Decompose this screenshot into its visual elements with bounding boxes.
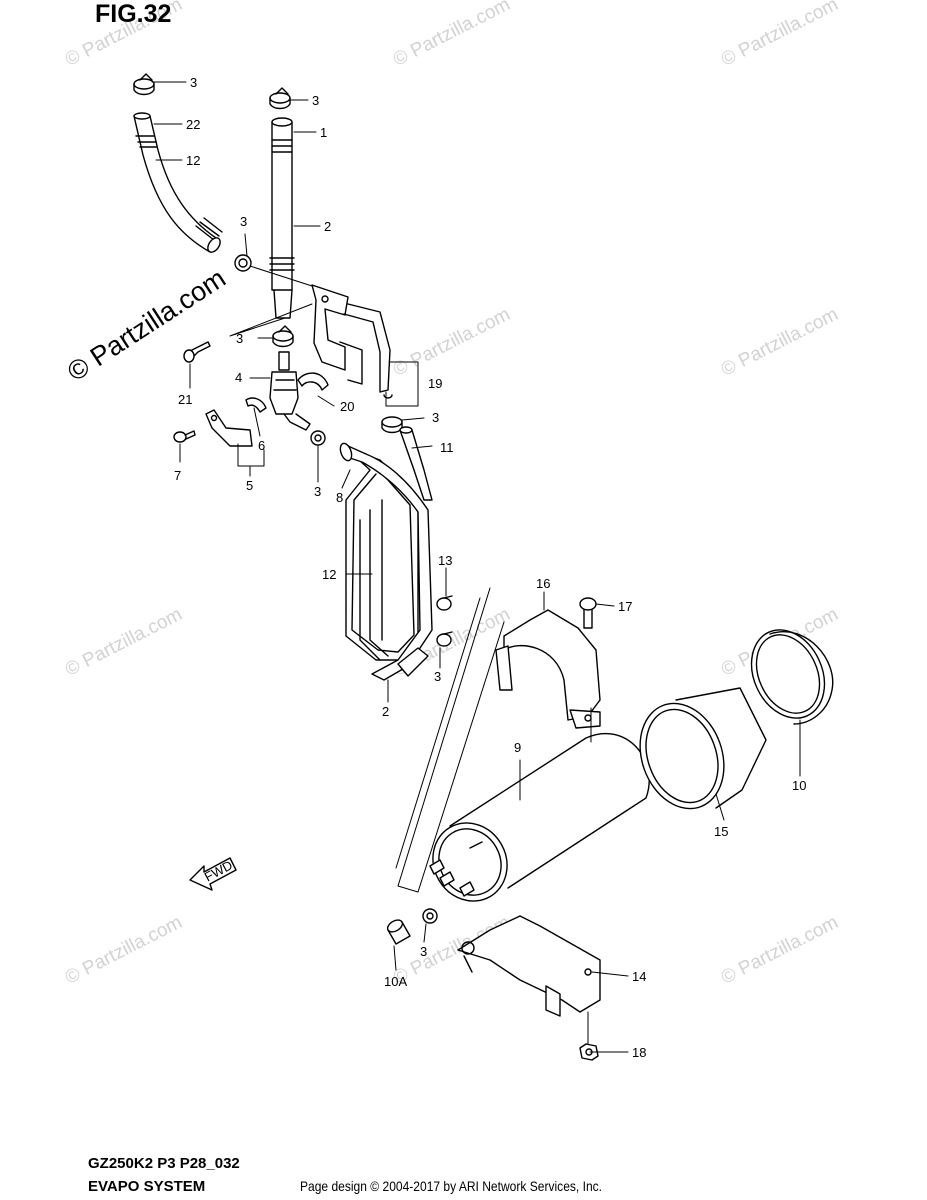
nut-18 <box>579 1043 599 1061</box>
clamp-icon <box>272 325 294 348</box>
callout-label: 22 <box>186 117 200 132</box>
callout-label: 21 <box>178 392 192 407</box>
callout-label: 6 <box>258 438 265 453</box>
callout-label: 3 <box>236 331 243 346</box>
callout-label: 3 <box>420 944 427 959</box>
assembly-guide-lines <box>395 587 505 893</box>
clamp-icon <box>269 87 291 110</box>
callout-label: 3 <box>312 93 319 108</box>
callout-label: 13 <box>438 553 452 568</box>
model-code: GZ250K2 P3 P28_032 <box>88 1155 240 1172</box>
callout-label: 5 <box>246 478 253 493</box>
footer-credit: Page design © 2004-2017 by ARI Network S… <box>300 1178 603 1194</box>
callout-leaders <box>151 81 801 1053</box>
bracket-14 <box>457 915 601 1017</box>
screw-7 <box>173 430 196 443</box>
callout-label: 3 <box>314 484 321 499</box>
callout-label: 4 <box>235 370 242 385</box>
cap-10a <box>386 919 411 945</box>
callout-label: 10 <box>792 778 806 793</box>
clamp-icon <box>310 430 326 446</box>
callout-label: 15 <box>714 824 728 839</box>
clamp-icon <box>381 416 403 434</box>
clamp-icon <box>133 73 155 96</box>
callout-label: 3 <box>434 669 441 684</box>
callout-label: 3 <box>432 410 439 425</box>
canister-9 <box>429 732 650 902</box>
cap-10 <box>750 629 834 725</box>
figure-title: FIG.32 <box>95 0 172 28</box>
system-name: EVAPO SYSTEM <box>88 1178 206 1195</box>
fwd-arrow-icon: FWD <box>189 857 237 891</box>
callout-label: 9 <box>514 740 521 755</box>
hose-22-12 <box>133 112 223 253</box>
bracket-5 <box>205 397 267 447</box>
callout-label: 19 <box>428 376 442 391</box>
callout-label: 18 <box>632 1045 646 1060</box>
bolt-17 <box>579 597 597 629</box>
bracket-16 <box>495 609 601 729</box>
callout-label: 16 <box>536 576 550 591</box>
clamp-icon <box>422 908 438 924</box>
pipe-1-2 <box>269 117 295 319</box>
callout-label: 17 <box>618 599 632 614</box>
callout-label: 2 <box>382 704 389 719</box>
callout-label: 1 <box>320 125 327 140</box>
callout-labels: 3 3 22 1 12 2 3 3 21 4 19 20 3 11 6 7 5 … <box>174 75 806 1060</box>
callout-label: 3 <box>240 214 247 229</box>
clamp-icon <box>234 254 252 272</box>
hose-8-11-12 <box>339 426 433 681</box>
callout-label: 3 <box>190 75 197 90</box>
clamp-icon <box>436 595 453 611</box>
callout-label: 12 <box>186 153 200 168</box>
callout-label: 2 <box>324 219 331 234</box>
callout-label: 12 <box>322 567 336 582</box>
callout-label: 7 <box>174 468 181 483</box>
clamp-icon <box>436 631 453 647</box>
clip-20 <box>297 372 329 391</box>
valve-bracket-19 <box>311 284 393 399</box>
callout-label: 8 <box>336 490 343 505</box>
bolt-21 <box>183 341 211 363</box>
callout-label: 20 <box>340 399 354 414</box>
callout-label: 10A <box>384 974 407 989</box>
valve-4 <box>269 351 311 431</box>
callout-label: 14 <box>632 969 646 984</box>
callout-label: 11 <box>440 440 454 455</box>
band-15 <box>639 687 767 810</box>
fwd-label: FWD <box>202 857 235 884</box>
